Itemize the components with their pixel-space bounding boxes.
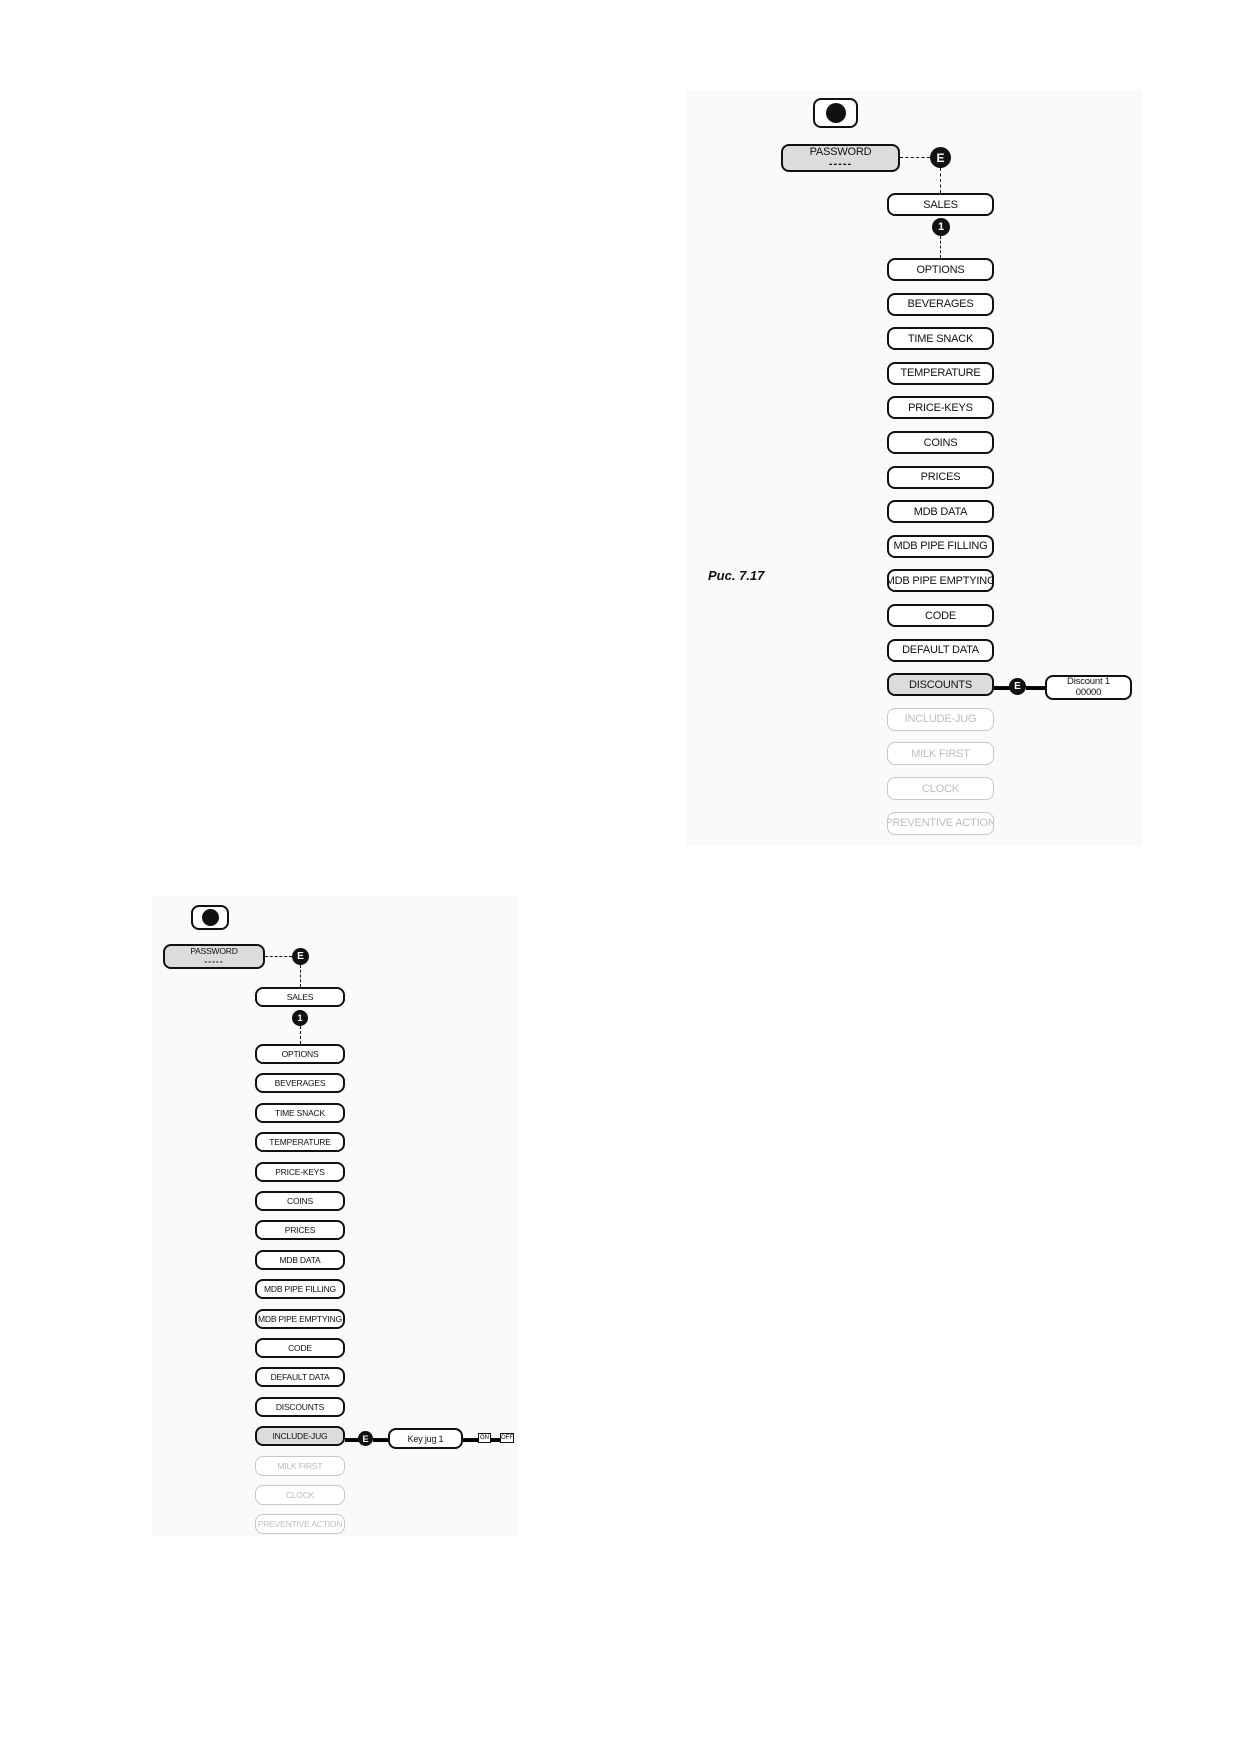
discount-detail-label: Discount 1 (1067, 676, 1110, 688)
top-enter-icon: E (930, 147, 951, 168)
top-item-prices: PRICES (887, 465, 994, 489)
top-item-sales: SALES (887, 193, 994, 216)
on-option-box: ON (478, 1433, 491, 1443)
discount-detail-value: 00000 (1075, 686, 1102, 698)
top-item-discounts: DISCOUNTS (887, 673, 994, 697)
bottom-item-sales: SALES (255, 987, 345, 1007)
top-enter-connector (940, 168, 941, 193)
bottom-next-icon: 1 (292, 1010, 308, 1026)
top-item-beverages: BEVERAGES (887, 292, 994, 316)
bottom-item-coins: COINS (255, 1191, 345, 1211)
bottom-item-mdb-pipe-filling: MDB PIPE FILLING (255, 1279, 345, 1300)
bottom-item-milk-first: MILK FIRST (255, 1455, 345, 1476)
bottom-enter-icon: E (292, 948, 309, 965)
bottom-enter-connector (300, 965, 301, 987)
top-next-connector (940, 236, 941, 258)
bottom-item-options: OPTIONS (255, 1044, 345, 1064)
bottom-item-beverages: BEVERAGES (255, 1073, 345, 1094)
password-value: ----- (828, 158, 853, 170)
top-service-key (813, 98, 858, 128)
bottom-next-connector (300, 1026, 301, 1044)
bottom-service-key (191, 905, 229, 930)
bottom-item-code: CODE (255, 1338, 345, 1358)
top-item-default-data: DEFAULT DATA (887, 638, 994, 662)
top-item-time-snack: TIME SNACK (887, 327, 994, 351)
bottom-item-clock: CLOCK (255, 1485, 345, 1505)
bottom-item-prices: PRICES (255, 1220, 345, 1241)
password-value: ----- (204, 955, 224, 966)
figure-caption: Рис. 7.17 (708, 568, 765, 583)
bottom-item-preventive-action: PREVENTIVE ACTION (255, 1514, 345, 1535)
top-detail-enter-icon: E (1009, 678, 1026, 695)
bottom-item-time-snack: TIME SNACK (255, 1102, 345, 1123)
top-next-icon: 1 (932, 218, 950, 236)
top-item-clock: CLOCK (887, 777, 994, 800)
top-item-preventive-action: PREVENTIVE ACTION (887, 811, 994, 835)
bottom-item-default-data: DEFAULT DATA (255, 1367, 345, 1388)
bottom-password-connector (265, 956, 292, 957)
bottom-item-mdb-data: MDB DATA (255, 1249, 345, 1270)
password-label: PASSWORD (809, 145, 872, 158)
service-key-dot-icon (825, 103, 846, 123)
top-item-mdb-pipe-emptying: MDB PIPE EMPTYING (887, 569, 994, 593)
bottom-item-temperature: TEMPERATURE (255, 1132, 345, 1153)
top-discount-detail-box: Discount 1 00000 (1045, 675, 1132, 700)
bottom-keyjug-detail-box: Key jug 1 (388, 1428, 463, 1449)
top-item-coins: COINS (887, 431, 994, 454)
top-item-include-jug: INCLUDE-JUG (887, 707, 994, 731)
off-option-box: OFF (500, 1433, 514, 1443)
service-key-dot-icon (201, 909, 219, 926)
top-item-milk-first: MILK FIRST (887, 742, 994, 766)
bottom-item-discounts: DISCOUNTS (255, 1396, 345, 1417)
top-item-temperature: TEMPERATURE (887, 361, 994, 385)
bottom-detail-enter-icon: E (358, 1431, 373, 1446)
password-label: PASSWORD (190, 946, 238, 957)
top-item-price-keys: PRICE-KEYS (887, 396, 994, 420)
top-password-connector (900, 157, 930, 158)
top-item-mdb-data: MDB DATA (887, 500, 994, 524)
bottom-item-price-keys: PRICE-KEYS (255, 1161, 345, 1182)
top-item-options: OPTIONS (887, 258, 994, 281)
top-item-mdb-pipe-filling: MDB PIPE FILLING (887, 534, 994, 558)
bottom-password-box: PASSWORD ----- (163, 944, 265, 969)
bottom-item-include-jug: INCLUDE-JUG (255, 1426, 345, 1447)
bottom-item-mdb-pipe-emptying: MDB PIPE EMPTYING (255, 1308, 345, 1329)
top-item-code: CODE (887, 604, 994, 627)
top-password-box: PASSWORD ----- (781, 144, 900, 172)
